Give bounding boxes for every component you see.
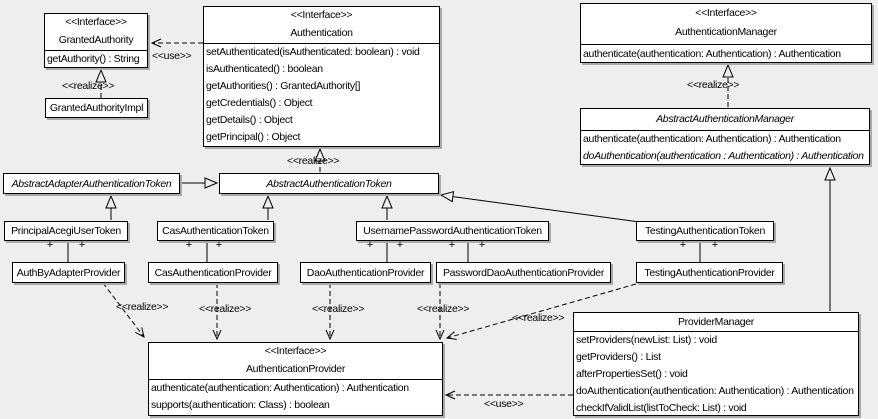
- stereotype: <<Interface>>: [264, 345, 327, 357]
- class-name: AuthenticationManager: [675, 26, 777, 38]
- assoc-end-plus: +: [478, 239, 486, 251]
- method-row: getCredentials() : Object: [206, 97, 313, 109]
- assoc-end-plus: +: [711, 239, 719, 251]
- method-row: getAuthorities() : GrantedAuthority[]: [206, 80, 361, 92]
- class-auth-by-adapter-provider[interactable]: AuthByAdapterProvider: [12, 262, 125, 283]
- method-row: doAuthentication(authentication : Authen…: [583, 150, 864, 162]
- class-authentication-provider[interactable]: <<Interface>> AuthenticationProvider aut…: [148, 342, 443, 416]
- edge-label-realize: <<realize>>: [116, 301, 169, 313]
- method-row: doAuthentication(authentication: Authent…: [576, 385, 854, 397]
- edge-label-realize: <<realize>>: [199, 303, 252, 315]
- class-name: PasswordDaoAuthenticationProvider: [442, 266, 605, 279]
- assoc-end-plus: +: [46, 239, 54, 251]
- class-name: AbstractAdapterAuthenticationToken: [11, 177, 172, 190]
- method-row: afterPropertiesSet() : void: [576, 368, 688, 380]
- methods-compartment: getAuthority() : String: [45, 50, 147, 68]
- edge-label-use: <<use>>: [484, 398, 524, 410]
- class-username-password-authentication-token[interactable]: UsernamePasswordAuthenticationToken: [356, 221, 549, 241]
- method-row: supports(authentication: Class) : boolea…: [151, 399, 330, 411]
- class-name: Authentication: [290, 27, 353, 39]
- edge-label-realize: <<realize>>: [512, 312, 565, 324]
- class-name: TestingAuthenticationToken: [644, 225, 766, 237]
- class-name: DaoAuthenticationProvider: [306, 266, 425, 279]
- method-row: getDetails() : Object: [206, 114, 293, 126]
- methods-compartment: setAuthenticated(isAuthenticated: boolea…: [204, 43, 439, 146]
- assoc-end-plus: +: [78, 239, 86, 251]
- method-row: checkIfValidList(listToCheck: List) : vo…: [576, 402, 747, 414]
- class-header: <<Interface>> Authentication: [204, 7, 439, 43]
- assoc-end-plus: +: [396, 239, 404, 251]
- class-testing-authentication-token[interactable]: TestingAuthenticationToken: [636, 221, 774, 241]
- class-principal-acegi-user-token[interactable]: PrincipalAcegiUserToken: [4, 221, 128, 241]
- method-row: isAuthenticated() : boolean: [206, 63, 323, 75]
- class-name: GrantedAuthorityImpl: [49, 102, 144, 114]
- edge-label-realize: <<realize>>: [417, 303, 470, 315]
- method-row: authenticate(authentication: Authenticat…: [583, 48, 841, 60]
- class-abstract-authentication-manager[interactable]: AbstractAuthenticationManager authentica…: [580, 108, 870, 165]
- class-name: AbstractAuthenticationManager: [656, 113, 794, 125]
- assoc-end-plus: +: [215, 239, 223, 251]
- class-name: CasAuthenticationToken: [162, 225, 269, 237]
- method-row: getPrincipal() : Object: [206, 131, 301, 143]
- class-granted-authority-impl[interactable]: GrantedAuthorityImpl: [45, 98, 148, 118]
- class-name: PrincipalAcegiUserToken: [11, 225, 121, 237]
- class-name: AuthenticationProvider: [245, 363, 346, 375]
- methods-compartment: authenticate(authentication: Authenticat…: [149, 379, 442, 414]
- class-cas-authentication-provider[interactable]: CasAuthenticationProvider: [148, 262, 278, 283]
- class-header: <<Interface>> AuthenticationManager: [581, 4, 871, 44]
- edge-label-realize: <<realize>>: [687, 79, 740, 91]
- class-authentication[interactable]: <<Interface>> Authentication setAuthenti…: [203, 6, 440, 147]
- class-abstract-adapter-authentication-token[interactable]: AbstractAdapterAuthenticationToken: [3, 173, 180, 194]
- edge-label-realize: <<realize>>: [287, 155, 340, 167]
- class-name: GrantedAuthority: [58, 34, 134, 46]
- stereotype: <<Interface>>: [695, 7, 757, 19]
- edge-gen-testingauthenticationtoken: [439, 190, 641, 223]
- assoc-end-plus: +: [185, 239, 193, 251]
- class-provider-manager[interactable]: ProviderManager setProviders(newList: Li…: [573, 312, 859, 416]
- edge-label-realize: <<realize>>: [62, 80, 115, 92]
- class-name: AbstractAuthenticationToken: [266, 177, 392, 190]
- stereotype: <<Interface>>: [65, 16, 127, 28]
- class-abstract-authentication-token[interactable]: AbstractAuthenticationToken: [219, 173, 439, 194]
- edge-realize-testingauthenticationprovider: [445, 283, 637, 340]
- edge-label-use: <<use>>: [152, 50, 192, 62]
- edge-realize-authbyadapterprovider: [102, 282, 145, 338]
- assoc-end-plus: +: [679, 239, 687, 251]
- class-name: TestingAuthenticationProvider: [644, 266, 775, 279]
- method-row: getProviders() : List: [576, 351, 661, 363]
- class-granted-authority[interactable]: <<Interface>> GrantedAuthority getAuthor…: [44, 13, 148, 68]
- method-row: setProviders(newList: List) : void: [576, 334, 717, 346]
- method-row: getAuthority() : String: [47, 53, 140, 65]
- class-name: AuthByAdapterProvider: [16, 266, 121, 279]
- methods-compartment: setProviders(newList: List) : void getPr…: [574, 331, 858, 417]
- class-header: <<Interface>> AuthenticationProvider: [149, 343, 442, 379]
- method-row: authenticate(authentication: Authenticat…: [583, 133, 841, 145]
- edge-label-realize: <<realize>>: [312, 303, 365, 315]
- methods-compartment: authenticate(authentication: Authenticat…: [581, 130, 869, 165]
- class-name: UsernamePasswordAuthenticationToken: [363, 225, 542, 237]
- methods-compartment: authenticate(authentication: Authenticat…: [581, 44, 871, 63]
- class-testing-authentication-provider[interactable]: TestingAuthenticationProvider: [636, 262, 783, 283]
- class-cas-authentication-token[interactable]: CasAuthenticationToken: [157, 221, 274, 241]
- assoc-end-plus: +: [448, 239, 456, 251]
- class-name: ProviderManager: [677, 316, 755, 328]
- class-name: CasAuthenticationProvider: [154, 266, 272, 279]
- class-header: <<Interface>> GrantedAuthority: [45, 14, 147, 50]
- method-row: authenticate(authentication: Authenticat…: [151, 382, 409, 394]
- class-password-dao-authentication-provider[interactable]: PasswordDaoAuthenticationProvider: [436, 262, 611, 283]
- class-authentication-manager[interactable]: <<Interface>> AuthenticationManager auth…: [580, 3, 872, 63]
- stereotype: <<Interface>>: [290, 9, 353, 21]
- class-dao-authentication-provider[interactable]: DaoAuthenticationProvider: [300, 262, 431, 283]
- method-row: setAuthenticated(isAuthenticated: boolea…: [206, 46, 420, 58]
- assoc-end-plus: +: [366, 239, 374, 251]
